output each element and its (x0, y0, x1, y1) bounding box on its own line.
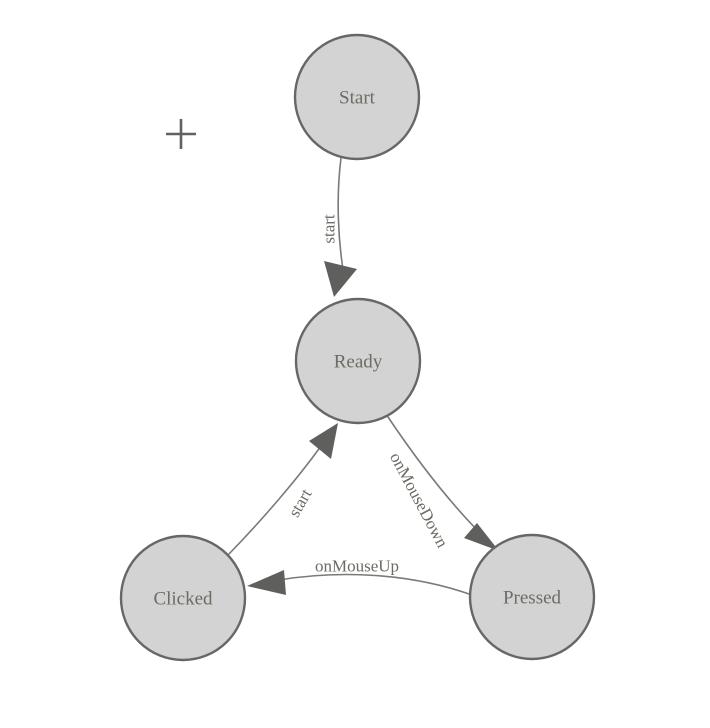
node-pressed-circle[interactable] (468, 533, 596, 661)
edge-clicked-to-ready-label: start (284, 485, 315, 520)
edge-ready-to-pressed-label: onMouseDown (386, 449, 452, 551)
edge-clicked-to-ready-arrowhead (309, 423, 338, 459)
edge-ready-to-pressed-arrowhead (464, 523, 499, 551)
node-ready-label: Ready (334, 352, 383, 373)
edge-ready-to-pressed-path[interactable] (385, 413, 484, 537)
edge-pressed-to-clicked-arrowhead (247, 570, 286, 595)
crosshair-icon (166, 119, 196, 149)
edge-ready-to-pressed[interactable]: onMouseDown (385, 413, 499, 551)
edge-pressed-to-clicked-path[interactable] (278, 573, 473, 596)
node-start[interactable]: Start (293, 33, 421, 161)
node-clicked-label: Clicked (153, 589, 213, 610)
edge-pressed-to-clicked[interactable]: onMouseUp (247, 557, 473, 596)
node-clicked-circle[interactable] (119, 534, 247, 662)
edge-start-to-ready-label: start (320, 214, 339, 244)
edge-pressed-to-clicked-label: onMouseUp (315, 557, 399, 576)
edge-clicked-to-ready[interactable]: start (227, 423, 338, 556)
edge-start-to-ready[interactable]: start (320, 157, 358, 297)
node-pressed-label: Pressed (503, 588, 562, 609)
node-clicked[interactable]: Clicked (119, 534, 247, 662)
edge-start-to-ready-arrowhead (324, 261, 357, 297)
node-pressed[interactable]: Pressed (468, 533, 596, 661)
node-start-label: Start (339, 88, 376, 109)
edge-clicked-to-ready-path[interactable] (227, 445, 322, 556)
node-ready-circle[interactable] (294, 297, 422, 425)
edge-start-to-ready-path[interactable] (337, 157, 345, 277)
node-start-circle[interactable] (293, 33, 421, 161)
node-ready[interactable]: Ready (294, 297, 422, 425)
